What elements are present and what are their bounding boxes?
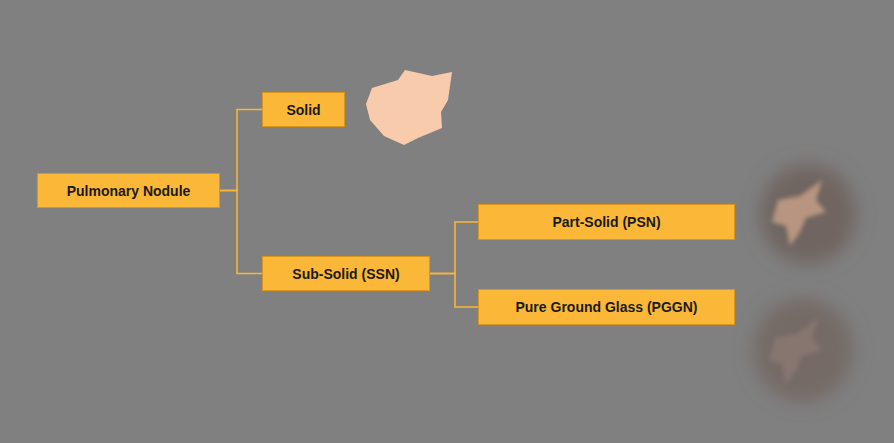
category-box: Solid <box>262 92 345 127</box>
tree-connector <box>430 222 478 274</box>
tree-connector <box>220 191 262 274</box>
box-label: Solid <box>278 102 328 118</box>
category-box: Pure Ground Glass (PGGN) <box>478 289 735 325</box>
category-box: Part-Solid (PSN) <box>478 204 735 240</box>
box-label: Pulmonary Nodule <box>59 183 199 199</box>
ground-glass-nodule-shape <box>753 298 853 402</box>
part-solid-nodule-shape <box>760 164 856 264</box>
category-box: Sub-Solid (SSN) <box>262 256 430 291</box>
box-label: Sub-Solid (SSN) <box>284 266 407 282</box>
box-label: Part-Solid (PSN) <box>544 214 668 230</box>
solid-nodule-shape <box>366 70 452 145</box>
tree-connector <box>220 110 262 191</box>
tree-connector <box>430 274 478 308</box>
category-box: Pulmonary Nodule <box>37 173 220 208</box>
box-label: Pure Ground Glass (PGGN) <box>507 299 705 315</box>
